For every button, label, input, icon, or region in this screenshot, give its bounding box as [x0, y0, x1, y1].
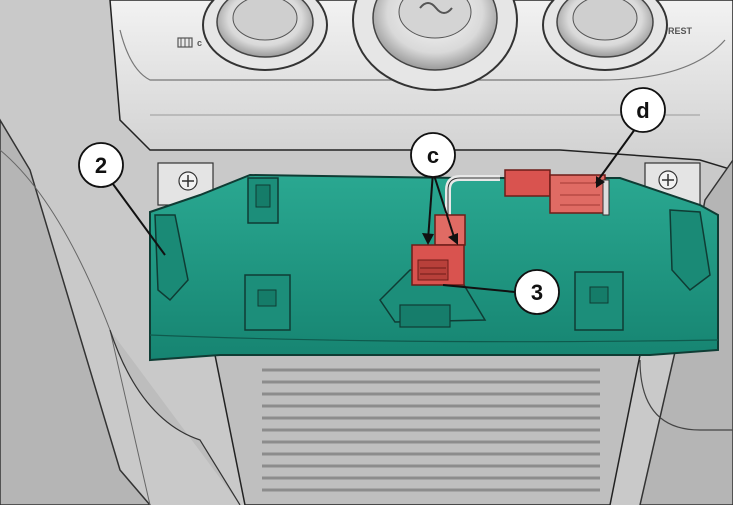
trim-clip-right [574, 271, 624, 331]
rear-defrost-icon: c [177, 37, 202, 48]
callout-d: d [620, 87, 666, 133]
callout-label-3: 3 [531, 280, 543, 305]
leader-lines [109, 124, 639, 293]
trim-hook-right [669, 209, 711, 292]
callout-2: 2 [78, 142, 124, 188]
svg-text:c: c [197, 38, 202, 48]
hvac-knob-right [542, 0, 668, 71]
connector-d [504, 169, 610, 216]
callout-label-c: c [427, 143, 439, 168]
trim-hook-left [154, 214, 189, 302]
callout-label-2: 2 [95, 153, 107, 178]
hvac-knob-left [202, 0, 328, 71]
rest-label: REST [668, 26, 693, 36]
trim-clip-top-left [247, 177, 279, 224]
left-console-side [0, 118, 241, 505]
callout-label-d: d [636, 98, 649, 123]
arrowheads [422, 176, 605, 245]
callout-c: c [410, 132, 456, 178]
callout-3: 3 [514, 269, 560, 315]
ribbed-storage-compartment [214, 354, 641, 505]
wiring-harness [445, 175, 500, 240]
connector-3 [411, 214, 466, 286]
trim-clip-left [244, 274, 291, 331]
hvac-knob-center [352, 0, 518, 91]
